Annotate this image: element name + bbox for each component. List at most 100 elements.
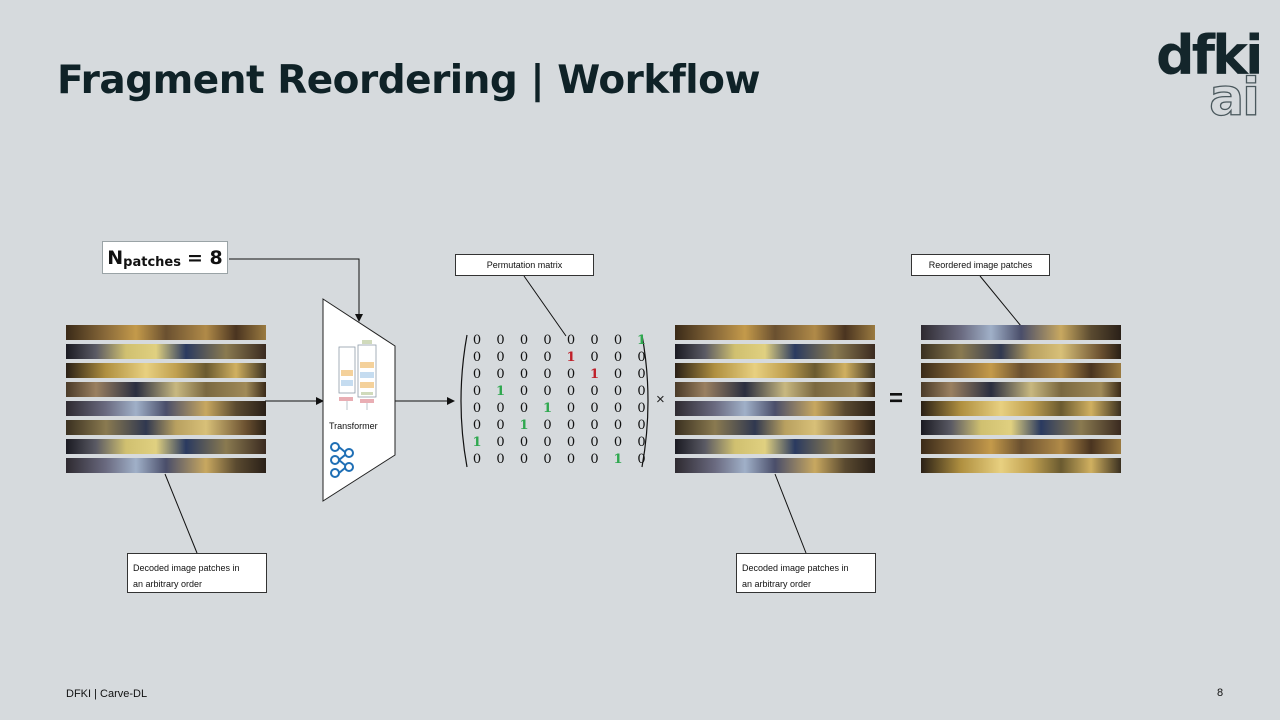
matrix-cell: 1 bbox=[636, 333, 647, 348]
image-patch-strip bbox=[675, 420, 875, 435]
matrix-cell: 0 bbox=[543, 350, 552, 365]
matrix-cell: 0 bbox=[543, 367, 552, 382]
matrix-cell: 0 bbox=[590, 418, 599, 433]
matrix-cell: 1 bbox=[519, 418, 529, 433]
matrix-cell: 0 bbox=[496, 418, 505, 433]
reordered-image-patches bbox=[921, 325, 1121, 475]
matrix-cell: 0 bbox=[566, 418, 576, 433]
transformer-block bbox=[322, 298, 396, 502]
matrix-cell: 0 bbox=[613, 333, 623, 348]
image-patch-strip bbox=[675, 439, 875, 454]
matrix-cell: 0 bbox=[590, 401, 599, 416]
image-patch-strip bbox=[66, 382, 266, 397]
matrix-cell: 0 bbox=[519, 333, 529, 348]
matrix-cell: 0 bbox=[472, 401, 482, 416]
matrix-cell: 0 bbox=[590, 350, 599, 365]
decoded-left-callout-line bbox=[164, 473, 198, 554]
image-patch-strip bbox=[66, 325, 266, 340]
image-patch-strip bbox=[66, 401, 266, 416]
matrix-cell: 1 bbox=[613, 452, 623, 467]
matrix-cell: 0 bbox=[637, 384, 646, 399]
decoded-left-line2: an arbitrary order bbox=[133, 579, 203, 589]
permutation-matrix-label: Permutation matrix bbox=[455, 254, 594, 276]
npatches-symbol: N bbox=[107, 246, 124, 269]
matrix-cell: 0 bbox=[543, 452, 552, 467]
matrix-cell: 0 bbox=[590, 435, 599, 450]
matrix-cell: 0 bbox=[543, 418, 552, 433]
reordered-callout-line bbox=[979, 275, 1022, 327]
matrix-left-paren bbox=[460, 334, 468, 468]
times-operator: × bbox=[656, 391, 665, 408]
matrix-cell: 0 bbox=[566, 333, 576, 348]
matrix-cell: 0 bbox=[566, 452, 576, 467]
matrix-cell: 0 bbox=[543, 333, 552, 348]
matrix-cell: 0 bbox=[496, 333, 505, 348]
multiplied-image-patches bbox=[675, 325, 875, 475]
matrix-cell: 0 bbox=[613, 435, 623, 450]
decoded-patches-left-label: Decoded image patches in an arbitrary or… bbox=[127, 553, 267, 593]
image-patch-strip bbox=[921, 363, 1121, 378]
matrix-cell: 0 bbox=[496, 367, 505, 382]
matrix-cell: 0 bbox=[566, 401, 576, 416]
matrix-cell: 0 bbox=[637, 418, 646, 433]
image-patch-strip bbox=[675, 363, 875, 378]
image-patch-strip bbox=[921, 344, 1121, 359]
image-patch-strip bbox=[66, 439, 266, 454]
image-patch-strip bbox=[675, 344, 875, 359]
matrix-cell: 0 bbox=[543, 384, 552, 399]
matrix-cell: 0 bbox=[496, 452, 505, 467]
matrix-cell: 1 bbox=[495, 384, 506, 399]
matrix-cell: 1 bbox=[566, 350, 576, 365]
reordered-patches-label-text: Reordered image patches bbox=[928, 260, 1033, 270]
matrix-cell: 0 bbox=[637, 452, 646, 467]
matrix-cell: 0 bbox=[613, 418, 623, 433]
image-patch-strip bbox=[921, 325, 1121, 340]
image-patch-strip bbox=[921, 401, 1121, 416]
image-patch-strip bbox=[675, 382, 875, 397]
decoded-right-line1: Decoded image patches in bbox=[742, 563, 849, 573]
image-patch-strip bbox=[675, 401, 875, 416]
matrix-cell: 0 bbox=[472, 350, 482, 365]
image-patch-strip bbox=[921, 458, 1121, 473]
matrix-cell: 1 bbox=[472, 435, 482, 450]
matrix-cell: 0 bbox=[519, 452, 529, 467]
matrix-cell: 0 bbox=[566, 435, 576, 450]
matrix-cell: 0 bbox=[519, 350, 529, 365]
matrix-cell: 0 bbox=[496, 401, 505, 416]
neural-network-icon bbox=[330, 442, 354, 478]
matrix-cell: 0 bbox=[566, 384, 576, 399]
matrix-cell: 0 bbox=[519, 401, 529, 416]
matrix-cell: 0 bbox=[590, 333, 599, 348]
decoded-right-line2: an arbitrary order bbox=[742, 579, 812, 589]
image-patch-strip bbox=[921, 439, 1121, 454]
matrix-right-paren bbox=[641, 334, 649, 468]
image-patch-strip bbox=[675, 325, 875, 340]
matrix-cell: 0 bbox=[613, 367, 623, 382]
permutation-matrix-label-text: Permutation matrix bbox=[486, 260, 563, 270]
matrix-cell: 0 bbox=[519, 384, 529, 399]
matrix-cell: 0 bbox=[590, 384, 599, 399]
matrix-cell: 0 bbox=[637, 367, 646, 382]
matrix-cell: 0 bbox=[637, 401, 646, 416]
matrix-cell: 0 bbox=[472, 452, 482, 467]
matrix-cell: 1 bbox=[542, 401, 553, 416]
image-patch-strip bbox=[66, 344, 266, 359]
matrix-cell: 0 bbox=[472, 418, 482, 433]
logo-text-dfki: dfki bbox=[1156, 24, 1264, 87]
matrix-cell: 0 bbox=[543, 435, 552, 450]
matrix-cell: 0 bbox=[519, 435, 529, 450]
matrix-cell: 0 bbox=[566, 367, 576, 382]
dfki-ai-logo: dfki ai bbox=[1156, 24, 1264, 125]
page-title: Fragment Reordering | Workflow bbox=[57, 58, 761, 103]
matrix-cell: 0 bbox=[496, 435, 505, 450]
transformer-label: Transformer bbox=[329, 421, 378, 431]
matrix-cell: 0 bbox=[472, 333, 482, 348]
